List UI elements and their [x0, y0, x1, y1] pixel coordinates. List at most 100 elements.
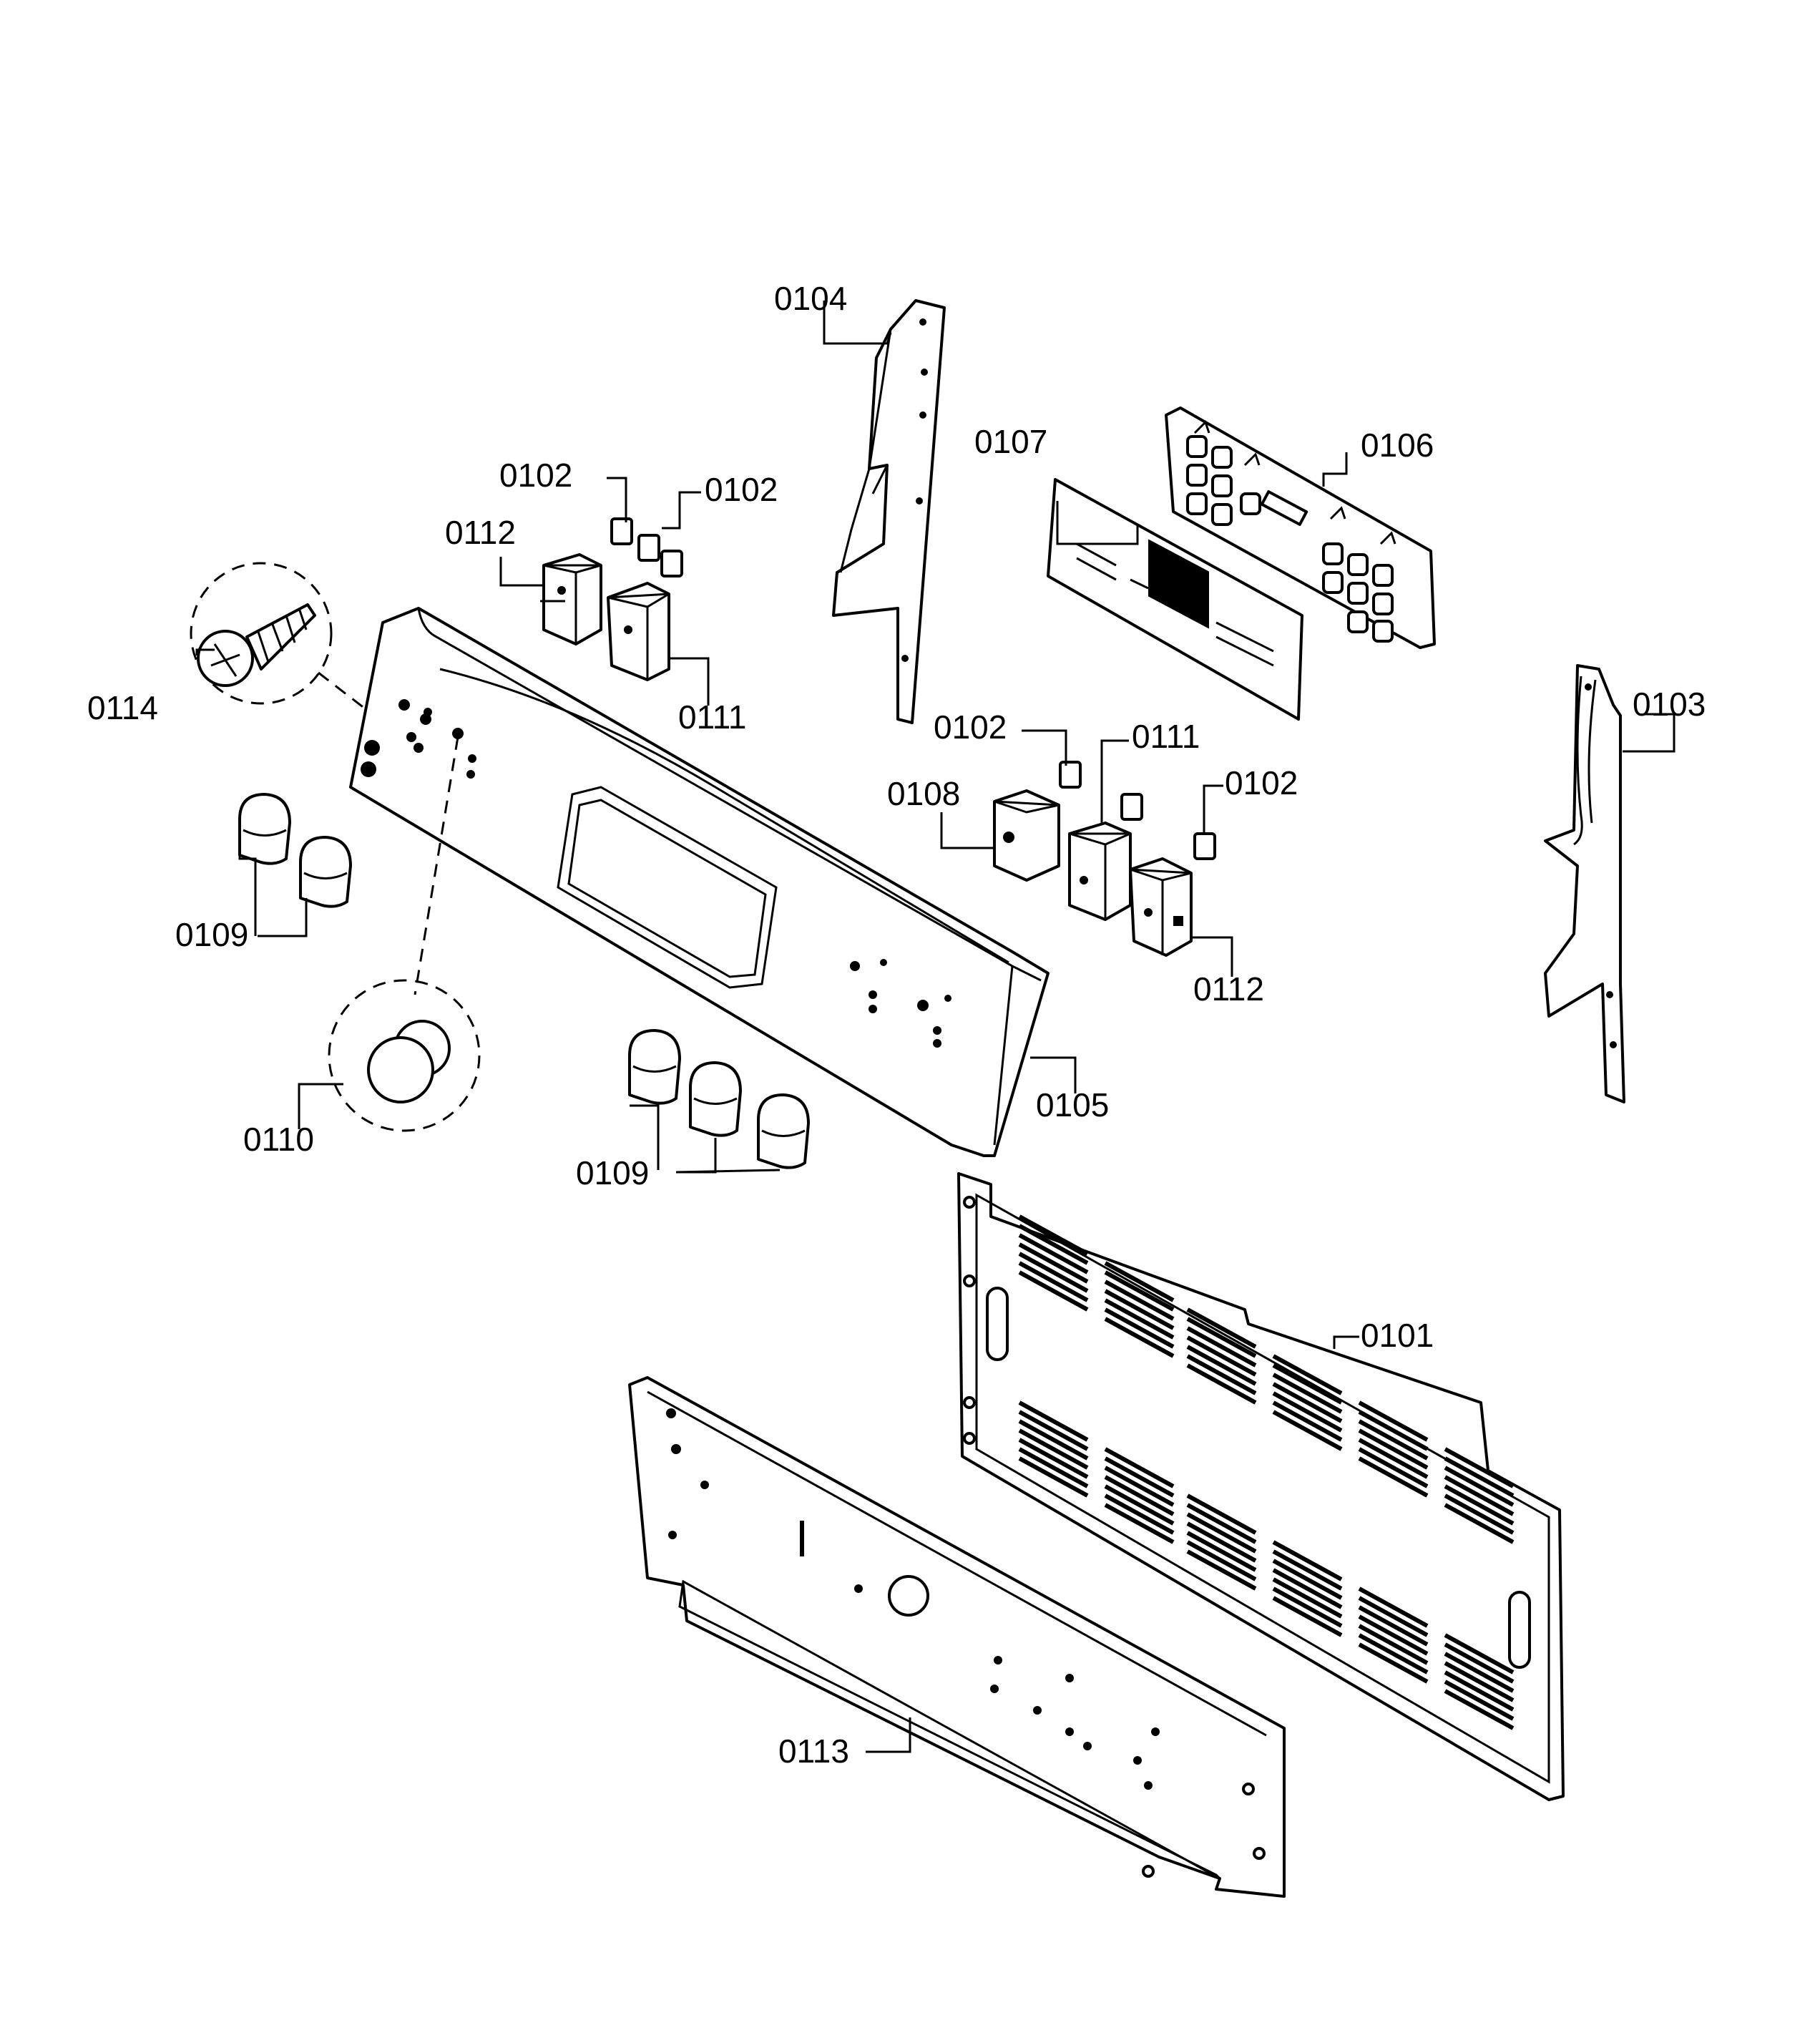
- leader-lines: [195, 301, 1675, 1753]
- vent-slot: [1358, 1633, 1429, 1675]
- part-0111-switch-upper: [607, 582, 670, 681]
- vent-slot: [1444, 1652, 1515, 1693]
- vent-slot: [1444, 1484, 1515, 1526]
- part-0106-control-board: [1165, 406, 1436, 649]
- vent-slot: [1358, 1624, 1429, 1665]
- label-0102-d: 0102: [1225, 764, 1298, 801]
- vent-slot: [1186, 1354, 1257, 1395]
- label-0111-a: 0111: [678, 698, 747, 736]
- vent-slot: [1104, 1493, 1175, 1535]
- label-0112-b: 0112: [1193, 970, 1264, 1008]
- vent-slot: [1186, 1549, 1257, 1591]
- vent-slot: [1104, 1261, 1175, 1302]
- vent-slot: [1444, 1633, 1515, 1675]
- label-0102-a: 0102: [499, 457, 572, 494]
- part-0110-knob: [328, 736, 481, 1132]
- vent-slot: [1018, 1419, 1089, 1461]
- vent-slot: [1018, 1410, 1089, 1451]
- part-0103-right-bracket: [1544, 664, 1625, 1103]
- vent-slot: [1444, 1447, 1515, 1488]
- label-0112-a: 0112: [445, 514, 516, 551]
- label-0114: 0114: [87, 689, 158, 726]
- vent-slot: [1104, 1270, 1175, 1312]
- vent-slot: [1444, 1642, 1515, 1684]
- part-0102-relay-lower: [1059, 761, 1216, 860]
- part-0102-relay-upper: [610, 517, 683, 577]
- vent-slot: [1186, 1326, 1257, 1368]
- label-0109-b: 0109: [576, 1154, 649, 1191]
- vent-slot: [1272, 1568, 1343, 1609]
- part-0105-control-panel: [349, 607, 1050, 1157]
- vent-slot: [1018, 1456, 1089, 1498]
- label-0102-b: 0102: [705, 471, 778, 508]
- vent-slot: [1444, 1493, 1515, 1535]
- vent-slot: [1104, 1466, 1175, 1507]
- vent-slot: [1104, 1317, 1175, 1358]
- vent-slot: [1444, 1670, 1515, 1712]
- vent-slot: [1104, 1484, 1175, 1526]
- label-0108: 0108: [887, 775, 960, 812]
- vent-slot: [1272, 1373, 1343, 1414]
- label-0110: 0110: [243, 1121, 314, 1158]
- vent-slot: [1018, 1233, 1089, 1274]
- vent-slot: [1018, 1438, 1089, 1479]
- vent-slot: [1358, 1400, 1429, 1442]
- part-0107-control-overlay: [1047, 478, 1303, 721]
- vent-slot: [1186, 1540, 1257, 1581]
- vent-slot: [1444, 1689, 1515, 1730]
- vent-slot: [1104, 1475, 1175, 1516]
- vent-slot: [1358, 1614, 1429, 1656]
- vent-slot: [1358, 1642, 1429, 1684]
- vent-slot: [1104, 1447, 1175, 1488]
- part-0108-switch: [993, 789, 1060, 882]
- vent-slot: [1444, 1475, 1515, 1516]
- vent-slot: [1358, 1447, 1429, 1488]
- vent-slot: [1358, 1605, 1429, 1647]
- part-0114-screw: [190, 562, 366, 710]
- vent-slot: [1186, 1512, 1257, 1554]
- label-0107: 0107: [974, 423, 1047, 460]
- vent-slot: [1358, 1410, 1429, 1451]
- vent-slot: [1104, 1289, 1175, 1330]
- vent-slot: [1358, 1456, 1429, 1498]
- vent-slot: [1186, 1503, 1257, 1544]
- vent-slot: [1272, 1410, 1343, 1451]
- vent-slot: [1358, 1428, 1429, 1470]
- label-0109-a: 0109: [175, 916, 248, 953]
- part-0109-knobs-front: [628, 1029, 810, 1169]
- vent-slot: [1104, 1279, 1175, 1321]
- vent-slot: [1358, 1419, 1429, 1461]
- vent-slot: [1018, 1447, 1089, 1488]
- label-0106: 0106: [1361, 426, 1434, 464]
- vent-slot: [1444, 1503, 1515, 1544]
- vent-slot: [1444, 1456, 1515, 1498]
- vent-slot: [1186, 1307, 1257, 1349]
- vent-slot: [1186, 1363, 1257, 1405]
- vent-slot: [1272, 1586, 1343, 1628]
- vent-slot: [1186, 1335, 1257, 1377]
- vent-slot: [1444, 1680, 1515, 1721]
- vent-slot: [1104, 1307, 1175, 1349]
- vent-slot: [1018, 1252, 1089, 1293]
- vent-slot: [1358, 1586, 1429, 1628]
- vent-slot: [1272, 1549, 1343, 1591]
- label-0104: 0104: [774, 280, 847, 317]
- vent-slot: [1018, 1224, 1089, 1265]
- label-0103: 0103: [1633, 686, 1706, 723]
- part-0112-switch-lower: [1129, 857, 1193, 957]
- label-0105: 0105: [1036, 1086, 1109, 1123]
- vent-slot: [1272, 1596, 1343, 1637]
- label-0101: 0101: [1361, 1317, 1434, 1354]
- vent-slot: [1018, 1261, 1089, 1302]
- vent-slot: [1104, 1503, 1175, 1544]
- vent-slot: [1104, 1298, 1175, 1340]
- part-labels: 0104 0107 0106 0102 0102 0112 0111 0114 …: [87, 280, 1706, 1770]
- part-0113-lower-frame: [628, 1376, 1286, 1898]
- vent-slot: [1358, 1596, 1429, 1637]
- vent-slot: [1018, 1242, 1089, 1284]
- part-0101-rear-panel: [957, 1172, 1565, 1801]
- vent-slot: [1186, 1531, 1257, 1572]
- label-0102-c: 0102: [934, 708, 1007, 746]
- vent-slot: [1186, 1493, 1257, 1535]
